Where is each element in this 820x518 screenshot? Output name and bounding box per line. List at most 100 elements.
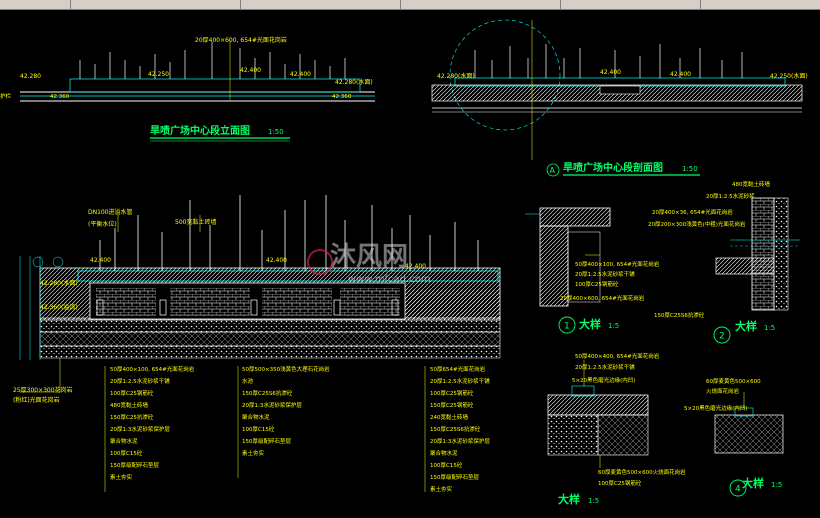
svg-text:150厚级配碎石垫层: 150厚级配碎石垫层 [242,437,291,445]
svg-text:素土夯实: 素土夯实 [430,485,453,493]
detail2-title: 大样 [735,319,757,333]
svg-text:聚合物水泥: 聚合物水泥 [430,449,458,457]
section-drawing [431,19,803,160]
detail2-scale: 1:5 [764,324,775,332]
svg-text:60厚麦黄色500×600: 60厚麦黄色500×600 [706,377,761,385]
detail2-drawing [715,197,800,311]
elevation-level: 42.250 [148,71,169,78]
detail1-num: 1 [564,322,570,332]
elevation-left-label: 护栏 [0,92,12,100]
svg-text:480宽黏土砖墙: 480宽黏土砖墙 [110,401,148,409]
viewport-top-toolbar [0,0,820,10]
main-section-drawing [19,195,501,492]
main-top-note: (平衡水位) [88,220,117,228]
main-notes-col2: 50厚500×350浅黄色大理石花岗岩 水池 150厚C25S6抗渗砼 20厚1… [242,365,330,457]
svg-text:150厚C25S6抗渗砼: 150厚C25S6抗渗砼 [242,389,293,397]
detail4-notes: 60厚麦黄色500×600 火烧面花岗岩 5×20黑色磨光边缘(内凹) [684,377,761,412]
detail4-title: 大样 [742,476,764,490]
toolbar-divider [240,0,241,9]
main-level: 42.400 [266,257,287,264]
svg-text:150厚C25抗渗砼: 150厚C25抗渗砼 [110,413,154,421]
toolbar-divider [70,0,71,9]
detail1-num-circle [558,316,576,334]
main-notes-col3: 50厚654#光面花岗岩 20厚1:2.5水泥砂浆干铺 100厚C25钢筋砼 1… [430,365,490,493]
elevation-level: 42.280 [20,73,41,80]
detail1-scale: 1:5 [608,322,619,330]
elevation-under-label: 42.360 [332,94,352,100]
toolbar-divider [700,0,701,9]
cad-drawing-canvas[interactable]: 20厚400×600, 654#光面花岗岩 42.280 42.250 42.4… [0,9,820,518]
detail4-drawing [714,392,784,454]
svg-text:素土夯实: 素土夯实 [110,473,133,481]
main-level: 42.360(溢流) [40,303,78,311]
elevation-level: 42.400 [240,67,261,74]
svg-text:5×20黑色磨光边缘(内凹): 5×20黑色磨光边缘(内凹) [572,376,635,384]
svg-text:50厚500×350浅黄色大理石花岗岩: 50厚500×350浅黄色大理石花岗岩 [242,365,330,373]
section-level: 42.400 [600,69,621,76]
svg-text:150厚C25S6抗渗砼: 150厚C25S6抗渗砼 [430,425,481,433]
svg-text:100厚C25钢筋砼: 100厚C25钢筋砼 [110,389,154,397]
elevation-level: 42.400 [290,71,311,78]
svg-text:150厚C25钢筋砼: 150厚C25钢筋砼 [430,401,474,409]
section-marker: A [550,166,556,175]
elevation-title-scale: 1:50 [268,128,284,136]
fountain-jets [79,42,346,79]
svg-text:50厚400×400, 654#光面花岗岩: 50厚400×400, 654#光面花岗岩 [575,352,660,360]
main-left-note: 25厚300×300花岗岩 [13,386,73,394]
svg-text:20厚1:2.5水泥砂浆干铺: 20厚1:2.5水泥砂浆干铺 [110,377,170,385]
svg-text:100厚C25钢筋砼: 100厚C25钢筋砼 [598,479,642,487]
svg-text:聚合物水泥: 聚合物水泥 [242,413,270,421]
elevation-top-note: 20厚400×600, 654#光面花岗岩 [195,36,287,44]
svg-text:20厚1:2.5水泥砂浆干铺: 20厚1:2.5水泥砂浆干铺 [575,363,635,371]
svg-text:50厚400×100, 654#光面花岗岩: 50厚400×100, 654#光面花岗岩 [110,365,195,373]
svg-text:20厚1:3水泥砂浆保护层: 20厚1:3水泥砂浆保护层 [242,401,302,409]
section-level: 42.250(水面) [770,72,808,80]
detail3-scale: 1:5 [588,497,599,505]
detail3-title: 大样 [558,492,580,506]
svg-text:100厚C15砼: 100厚C15砼 [242,425,275,433]
main-notes-col1: 50厚400×100, 654#光面花岗岩 20厚1:2.5水泥砂浆干铺 100… [110,365,195,481]
section-level: 42.280(水面) [437,72,475,80]
svg-text:60厚麦黄色500×600火烧面花岗岩: 60厚麦黄色500×600火烧面花岗岩 [598,468,686,476]
watermark-url: www.mfcad.com [348,274,431,285]
detail4-num: 4 [735,485,741,495]
svg-text:20厚1:3水泥砂浆保护层: 20厚1:3水泥砂浆保护层 [110,425,170,433]
toolbar-divider [560,0,561,9]
elevation-title: 旱喷广场中心段立面图 [150,124,250,137]
section-level: 42.400 [670,71,691,78]
elevation-drawing [20,40,375,102]
svg-text:20厚1:2.5水泥砂浆干铺: 20厚1:2.5水泥砂浆干铺 [430,377,490,385]
section-title-scale: 1:50 [682,165,698,173]
main-level: 42.400 [90,257,111,264]
svg-text:聚合物水泥: 聚合物水泥 [110,437,138,445]
svg-text:240宽黏土砖墙: 240宽黏土砖墙 [430,413,468,421]
main-top-note: 500宽黏土砖墙 [175,218,216,226]
svg-text:20厚400×36, 654#光面花岗岩: 20厚400×36, 654#光面花岗岩 [652,208,733,216]
detail3-notes: 50厚400×400, 654#光面花岗岩 20厚1:2.5水泥砂浆干铺 5×2… [572,352,686,487]
svg-text:50厚400×100, 654#光面花岗岩: 50厚400×100, 654#光面花岗岩 [575,260,660,268]
svg-text:水池: 水池 [242,377,254,385]
svg-text:20厚200×300浅黄色(中粗)光面花岗岩: 20厚200×300浅黄色(中粗)光面花岗岩 [648,220,746,228]
svg-text:150厚C25S6抗渗砼: 150厚C25S6抗渗砼 [654,311,705,319]
svg-text:20厚400×600, 654#光面花岗岩: 20厚400×600, 654#光面花岗岩 [560,294,645,302]
svg-text:50厚654#光面花岗岩: 50厚654#光面花岗岩 [430,365,486,373]
detail2-notes: 480宽黏土砖墙 20厚1:2.5水泥砂浆 20厚400×36, 654#光面花… [648,180,770,319]
main-level: 42.400 [405,263,426,270]
watermark: 沐风网 www.mfcad.com [307,242,431,285]
svg-text:5×20黑色磨光边缘(内凹): 5×20黑色磨光边缘(内凹) [684,404,747,412]
main-top-note: DN100进溢水管 [88,208,133,216]
svg-text:20厚1:2.5水泥砂浆干铺: 20厚1:2.5水泥砂浆干铺 [575,270,635,278]
section-title: 旱喷广场中心段剖面图 [563,161,663,174]
svg-text:100厚C15砼: 100厚C15砼 [110,449,143,457]
elevation-under-label: 42.360 [50,94,70,100]
main-level: 42.280(水面) [40,279,78,287]
svg-text:100厚C25钢筋砼: 100厚C25钢筋砼 [575,280,619,288]
section-marker-circle [546,163,560,177]
detail2-num: 2 [719,332,725,342]
svg-text:20厚1:3水泥砂浆保护层: 20厚1:3水泥砂浆保护层 [430,437,490,445]
svg-text:150厚级配碎石垫层: 150厚级配碎石垫层 [430,473,479,481]
watermark-brand: 沐风网 [330,242,408,272]
detail4-num-circle [729,479,747,497]
svg-text:20厚1:2.5水泥砂浆: 20厚1:2.5水泥砂浆 [706,192,755,200]
watermark-logo-icon [307,249,333,275]
